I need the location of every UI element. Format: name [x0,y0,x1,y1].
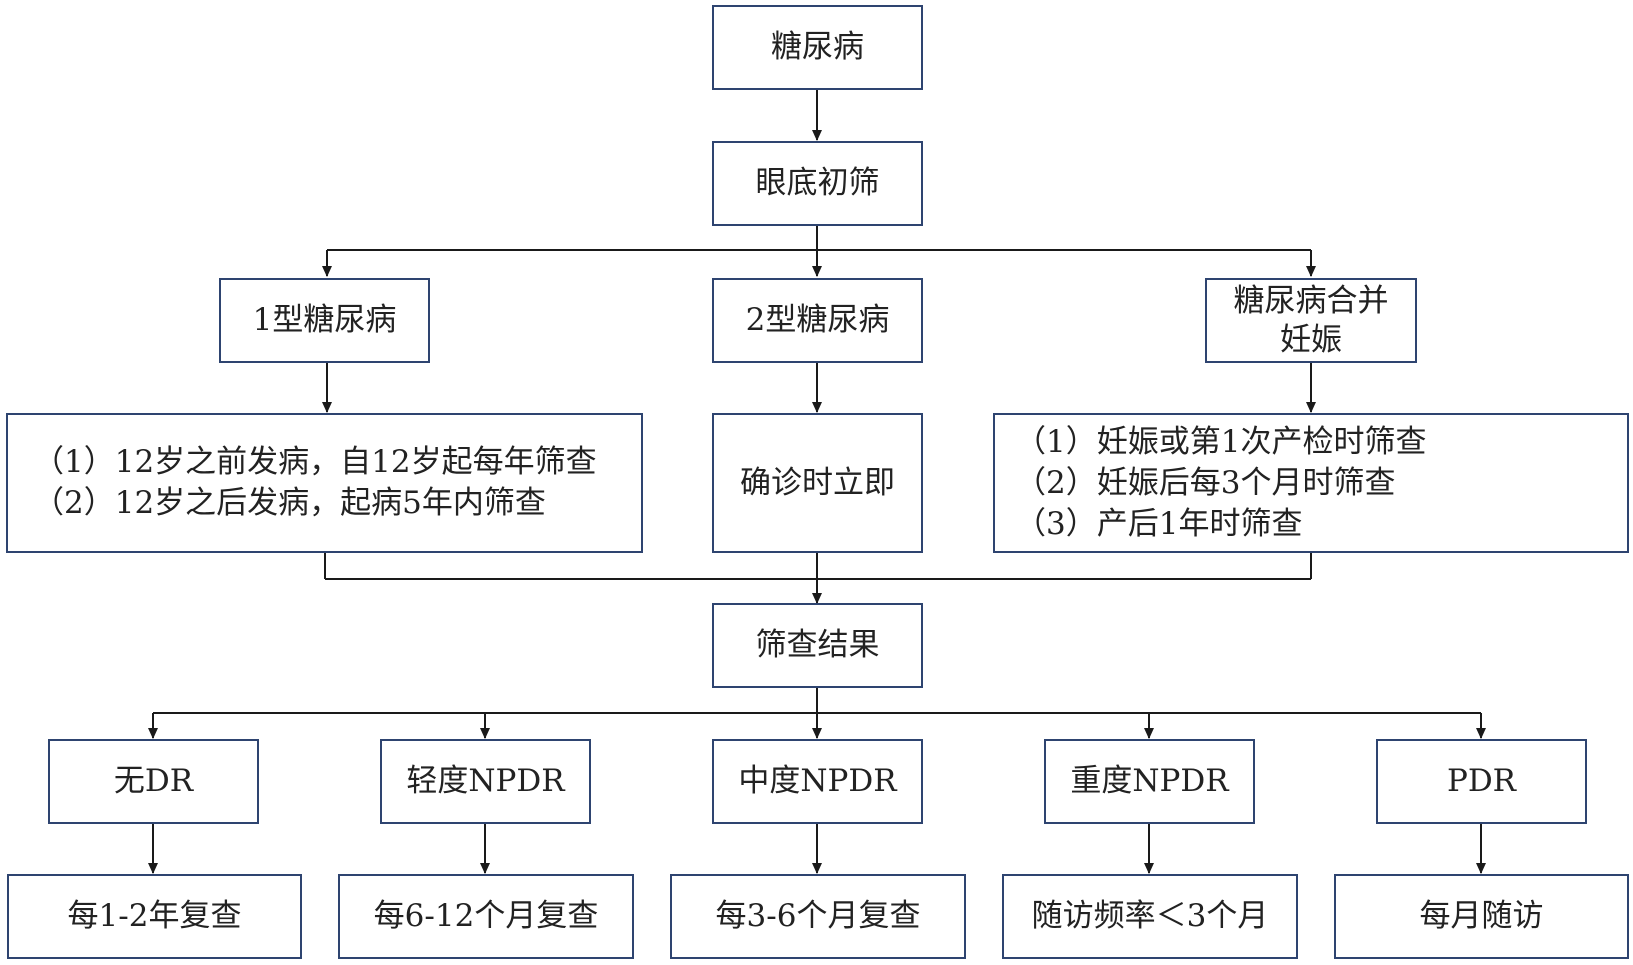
pregnancy-schedule-line-3: （3）产后1年时筛查 [1015,505,1303,542]
diabetes-node: 糖尿病 [712,5,923,90]
moderate-npdr-node: 中度NPDR [712,739,923,824]
severe-npdr-label: 重度NPDR [1070,763,1229,800]
pregnancy-schedule-line-1: （1）妊娠或第1次产检时筛查 [1015,423,1427,460]
diabetes-label: 糖尿病 [771,29,864,66]
type1-label: 1型糖尿病 [252,302,397,339]
type2-label: 2型糖尿病 [745,302,890,339]
pregnancy-label-line-2: 妊娠 [1280,321,1342,358]
followup-moderate-node: 每3-6个月复查 [670,874,966,959]
type1-schedule-line-1: （1）12岁之前发病，自12岁起每年筛查 [33,444,597,480]
severe-npdr-node: 重度NPDR [1044,739,1255,824]
followup-severe-node: 随访频率＜3个月 [1002,874,1298,959]
followup-mild-label: 每6-12个月复查 [373,898,599,935]
type2-node: 2型糖尿病 [712,278,923,363]
mild-npdr-label: 轻度NPDR [406,763,565,800]
type1-node: 1型糖尿病 [219,278,430,363]
type2-schedule-label: 确诊时立即 [740,464,895,501]
followup-pdr-node: 每月随访 [1334,874,1629,959]
pdr-node: PDR [1376,739,1587,824]
followup-pdr-label: 每月随访 [1419,898,1544,935]
no-dr-node: 无DR [48,739,259,824]
initial-screening-node: 眼底初筛 [712,141,923,226]
no-dr-label: 无DR [113,763,194,800]
followup-severe-label: 随访频率＜3个月 [1031,898,1269,935]
initial-screening-label: 眼底初筛 [755,165,880,202]
pregnancy-schedule-line-2: （2）妊娠后每3个月时筛查 [1015,464,1396,501]
screening-result-node: 筛查结果 [712,603,923,688]
followup-mild-node: 每6-12个月复查 [338,874,634,959]
type1-schedule-node: （1）12岁之前发病，自12岁起每年筛查 （2）12岁之后发病，起病5年内筛查 [6,413,643,553]
type2-schedule-node: 确诊时立即 [712,413,923,553]
followup-no-dr-node: 每1-2年复查 [7,874,302,959]
moderate-npdr-label: 中度NPDR [738,763,897,800]
mild-npdr-node: 轻度NPDR [380,739,591,824]
pregnancy-schedule-node: （1）妊娠或第1次产检时筛查 （2）妊娠后每3个月时筛查 （3）产后1年时筛查 [993,413,1629,553]
pregnancy-node: 糖尿病合并 妊娠 [1205,278,1417,363]
followup-no-dr-label: 每1-2年复查 [67,898,242,935]
followup-moderate-label: 每3-6个月复查 [715,898,921,935]
pregnancy-label-line-1: 糖尿病合并 [1233,282,1389,319]
type1-schedule-line-2: （2）12岁之后发病，起病5年内筛查 [33,485,546,521]
pdr-label: PDR [1446,763,1517,800]
screening-result-label: 筛查结果 [755,627,880,664]
